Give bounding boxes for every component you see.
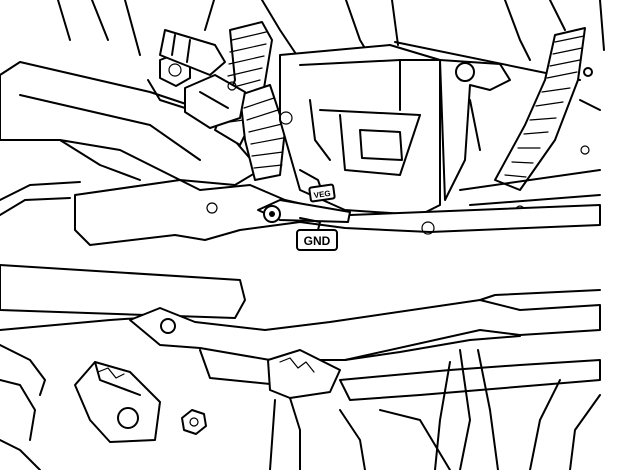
harness-connector xyxy=(184,74,246,129)
veg-connector-label: VEG xyxy=(308,183,336,203)
mounting-bracket-left xyxy=(74,361,161,443)
upper-hose xyxy=(159,29,226,76)
lower-beam xyxy=(0,264,246,331)
lower-right-assembly xyxy=(339,349,601,470)
center-component xyxy=(279,44,441,216)
hex-nut-bottom xyxy=(181,409,207,435)
gnd-label-text: GND xyxy=(304,234,331,248)
rail-clamp xyxy=(267,349,341,470)
fender-panel xyxy=(0,61,261,216)
lower-left-outline xyxy=(0,344,46,470)
lower-rail xyxy=(129,289,601,386)
gnd-callout: GND xyxy=(296,217,338,251)
ground-strap xyxy=(257,169,351,223)
right-structure xyxy=(459,99,601,215)
background-lines xyxy=(57,0,605,61)
veg-label-text: VEG xyxy=(313,189,331,200)
wiring-harness-right xyxy=(494,27,593,191)
